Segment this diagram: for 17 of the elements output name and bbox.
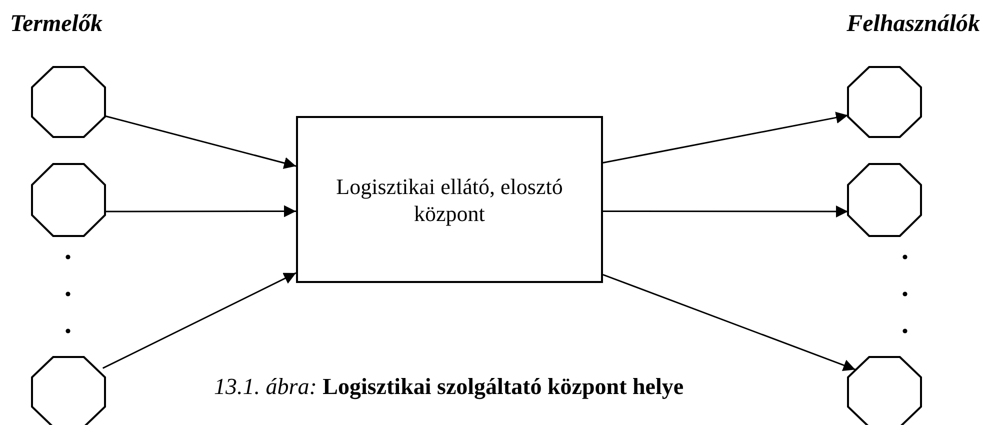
octagon-shape bbox=[848, 67, 921, 137]
octagon-shape bbox=[848, 164, 921, 236]
group-heading: Termelők bbox=[10, 10, 102, 39]
group-heading: Felhasználók bbox=[846, 10, 980, 39]
octagon-shape bbox=[32, 164, 105, 236]
octagon-shape bbox=[848, 357, 921, 425]
octagon-shape bbox=[32, 67, 105, 137]
figure-caption: 13.1. ábra: Logisztikai szolgáltató központ helye bbox=[214, 373, 684, 402]
arrow bbox=[102, 272, 296, 369]
arrow bbox=[602, 112, 848, 164]
arrow bbox=[105, 205, 296, 218]
process-box bbox=[296, 116, 603, 283]
arrow bbox=[603, 206, 848, 218]
arrow bbox=[104, 115, 296, 169]
box-text: Logisztikai ellátó, elosztó központ bbox=[335, 172, 564, 226]
octagon-shape bbox=[32, 357, 105, 425]
arrow bbox=[602, 274, 856, 371]
